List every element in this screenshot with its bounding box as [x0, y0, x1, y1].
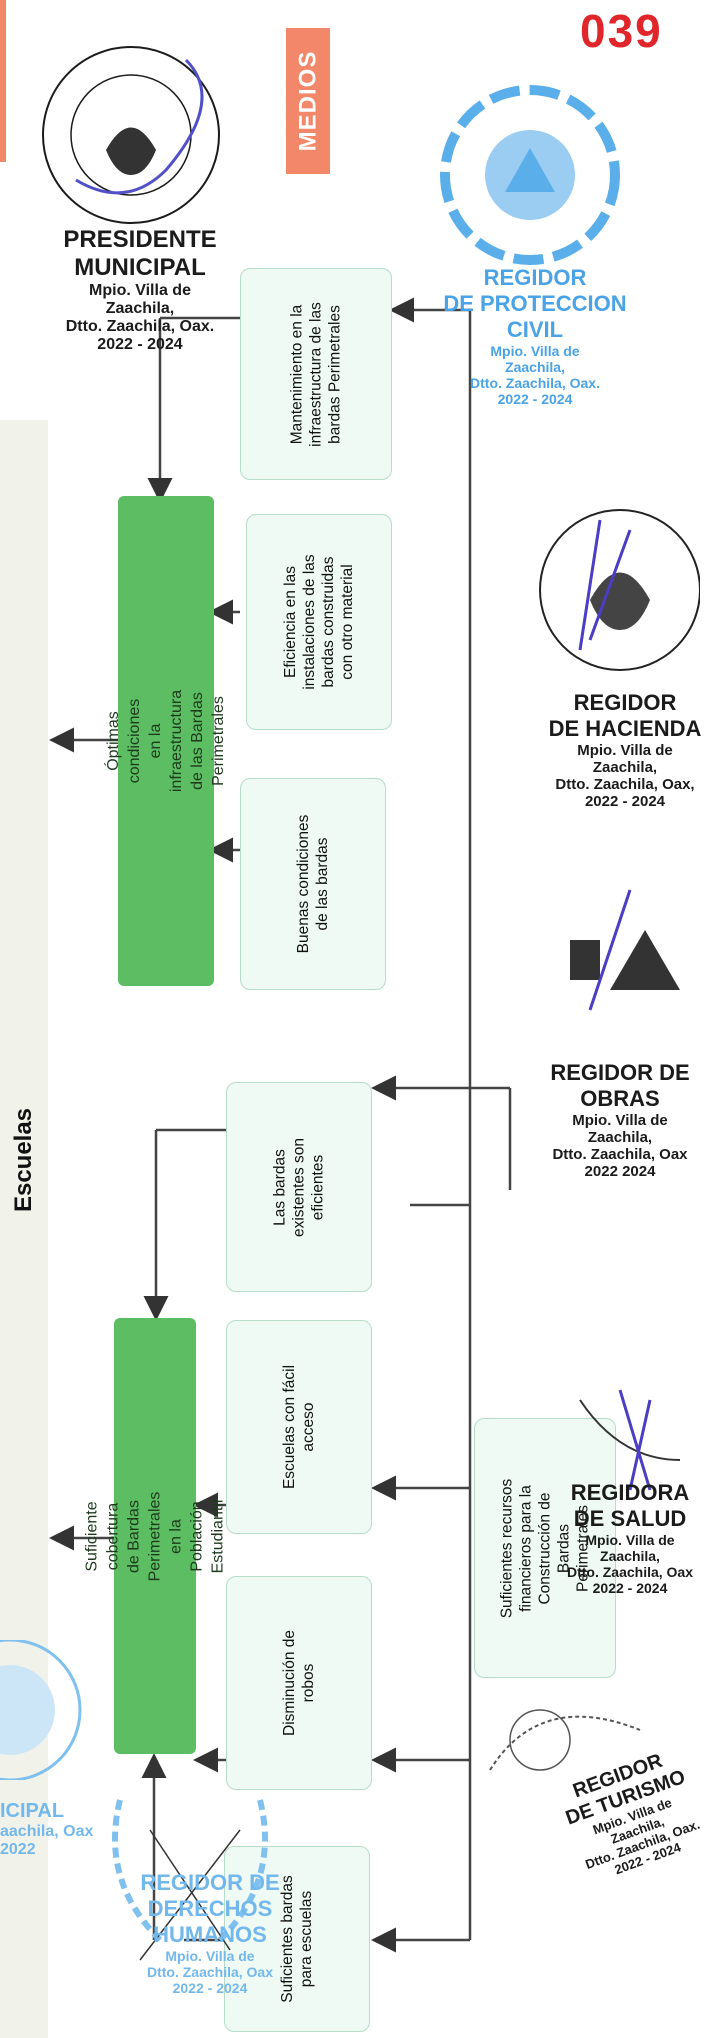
- means-suficientes-recursos: Suficientes recursos financieros para la…: [474, 1418, 616, 1678]
- left-top-tag: [0, 0, 6, 162]
- means-mantenimiento: Mantenimiento en la infraestructura de l…: [240, 268, 392, 480]
- page-number: 039: [580, 5, 663, 57]
- salud-seal: REGIDORA DE SALUD Mpio. Villa de Zaachil…: [566, 1480, 694, 1596]
- category-band: [0, 420, 48, 2038]
- medios-tag: MEDIOS: [286, 28, 330, 174]
- means-buenas-condiciones: Buenas condiciones de las bardas: [240, 778, 386, 990]
- proteccion-civil-seal: REGIDOR DE PROTECCION CIVIL Mpio. Villa …: [443, 265, 627, 407]
- end-suficiente-cobertura: Suficiente cobertura de Bardas Perimetra…: [84, 1318, 227, 1754]
- means-eficiencia: Eficiencia en las instalaciones de las b…: [246, 514, 392, 730]
- presidente-seal-emblem: [42, 46, 220, 224]
- hacienda-seal-emblem: [539, 509, 700, 671]
- means-bardas-existentes: Las bardas existentes son eficientes: [226, 1082, 372, 1292]
- means-disminucion-robos: Disminución de robos: [226, 1576, 372, 1790]
- turismo-seal-emblem: [489, 1709, 641, 1771]
- presidente-seal: PRESIDENTE MUNICIPAL Mpio. Villa de Zaac…: [63, 226, 217, 353]
- means-escuelas-acceso: Escuelas con fácil acceso: [226, 1320, 372, 1534]
- proteccion-civil-seal-emblem: [440, 85, 620, 265]
- sindica-seal-emblem: [0, 1640, 82, 1780]
- obras-seal-emblem: [570, 889, 680, 1011]
- salud-seal-emblem: [579, 1389, 681, 1491]
- derechos-humanos-seal: REGIDOR DE DERECHOS HUMANOS Mpio. Villa …: [140, 1870, 280, 1996]
- sindica-seal: ICIPAL aachila, Oax 2022: [0, 1800, 94, 1858]
- derechos-humanos-seal-emblem: [112, 1799, 268, 1961]
- obras-seal: REGIDOR DE OBRAS Mpio. Villa de Zaachila…: [550, 1060, 690, 1180]
- hacienda-seal: REGIDOR DE HACIENDA Mpio. Villa de Zaach…: [548, 690, 702, 810]
- end-optimas-condiciones: Óptimas condiciones en la infraestructur…: [105, 496, 227, 986]
